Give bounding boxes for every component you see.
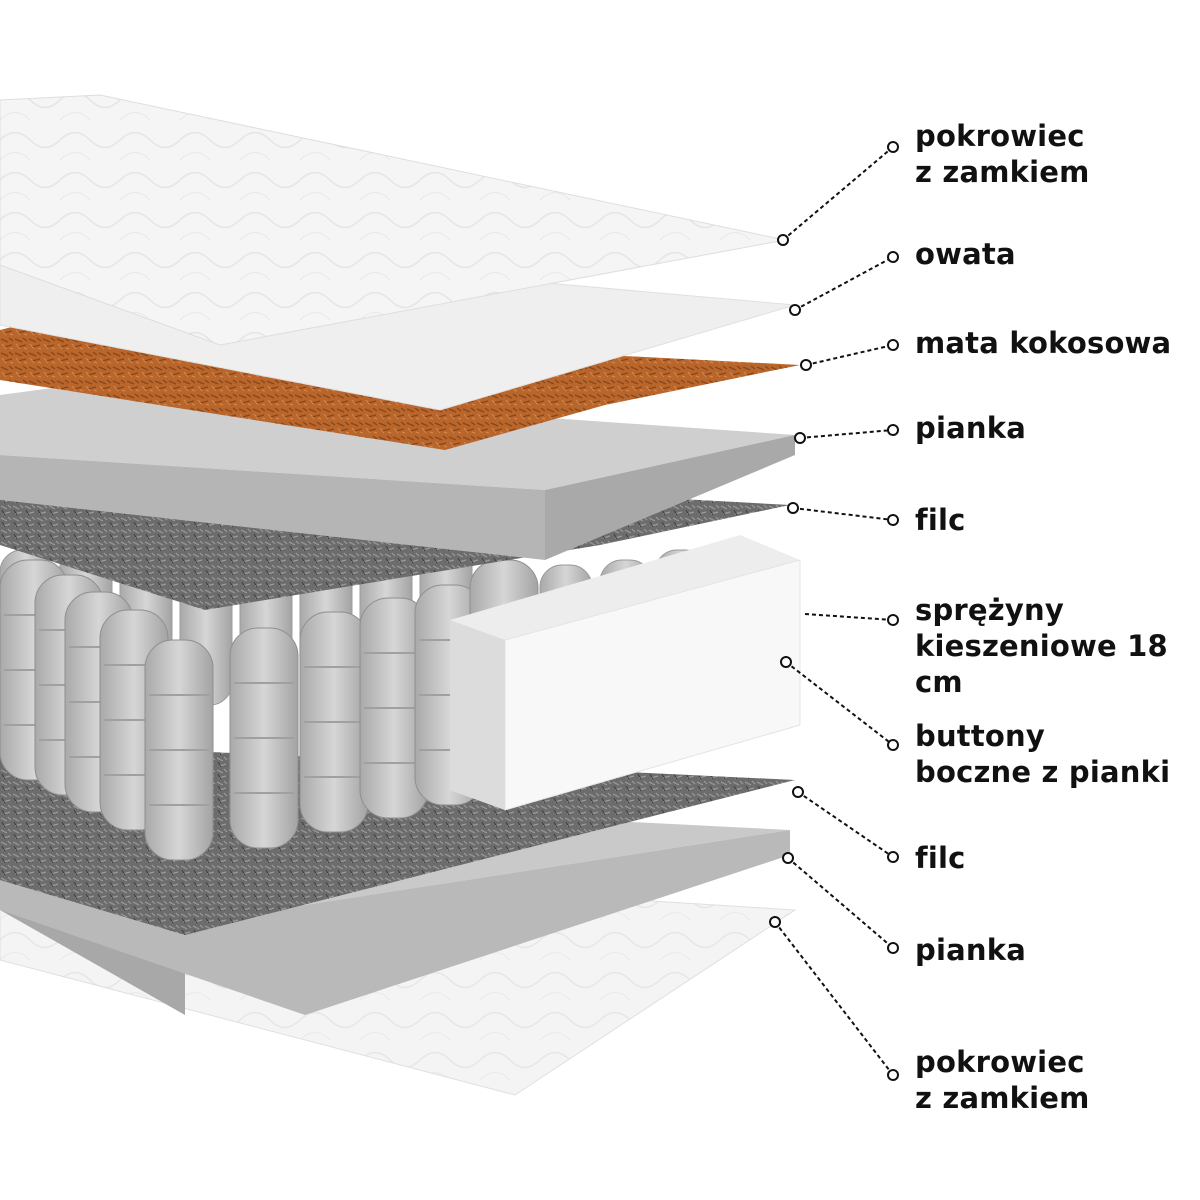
label-foam-top-line1: pianka [915,411,1026,445]
dot-wadding-end [887,251,899,263]
label-pocket-springs: sprężyny kieszeniowe 18 cm [915,592,1200,700]
dot-side-foam-start [780,656,792,668]
label-felt-bottom-line1: filc [915,841,966,875]
dot-coconut-start [800,359,812,371]
label-foam-bottom: pianka [915,932,1026,968]
dot-bottom-cover-start [769,916,781,928]
label-wadding: owata [915,236,1016,272]
dot-felt-bottom-end [887,851,899,863]
label-top-cover-line2: z zamkiem [915,155,1090,189]
label-coconut-mat: mata kokosowa [915,325,1171,361]
dot-side-foam-end [887,739,899,751]
label-top-cover-line1: pokrowiec [915,119,1085,153]
dot-foam-bottom-start [782,852,794,864]
dot-wadding-start [789,304,801,316]
leader-side-foam-buttons [785,661,894,746]
label-side-foam-buttons-line2: boczne z pianki [915,755,1171,789]
leader-bottom-cover [774,921,894,1076]
dot-foam-bottom-end [887,942,899,954]
label-coconut-mat-line1: mata kokosowa [915,326,1172,360]
dot-felt-bottom-start [792,786,804,798]
label-foam-bottom-line1: pianka [915,933,1026,967]
leader-top-cover [782,146,894,241]
leader-pocket-springs [804,613,894,621]
dot-felt-top-end [887,514,899,526]
leader-foam-top [799,429,894,439]
dot-coconut-end [887,339,899,351]
leader-wadding [794,256,894,311]
label-wadding-line1: owata [915,237,1016,271]
label-top-cover: pokrowiec z zamkiem [915,118,1090,190]
label-felt-top: filc [915,502,966,538]
layer-side-foam-buttons [450,535,801,811]
leader-felt-top [792,507,894,521]
dot-bottom-cover-end [887,1069,899,1081]
label-felt-bottom: filc [915,840,966,876]
dot-springs-end [887,614,899,626]
label-side-foam-buttons: buttony boczne z pianki [915,718,1170,790]
layer-top-cover [0,94,786,346]
dot-foam-top-start [794,432,806,444]
leader-lines [774,146,894,1076]
label-bottom-cover-line1: pokrowiec [915,1045,1085,1079]
leader-felt-bottom [797,791,894,858]
dot-top-cover-end [887,141,899,153]
label-bottom-cover-line2: z zamkiem [915,1081,1090,1115]
dot-foam-top-end [887,424,899,436]
label-side-foam-buttons-line1: buttony [915,719,1046,753]
leader-dots [769,141,899,1081]
leader-coconut-mat [805,344,894,366]
label-felt-top-line1: filc [915,503,966,537]
dot-top-cover-start [777,234,789,246]
dot-felt-top-start [787,502,799,514]
label-pocket-springs-line1: sprężyny [915,593,1064,627]
label-pocket-springs-line2: kieszeniowe 18 cm [915,629,1168,699]
label-bottom-cover: pokrowiec z zamkiem [915,1044,1090,1116]
label-foam-top: pianka [915,410,1026,446]
leader-foam-bottom [787,857,894,949]
